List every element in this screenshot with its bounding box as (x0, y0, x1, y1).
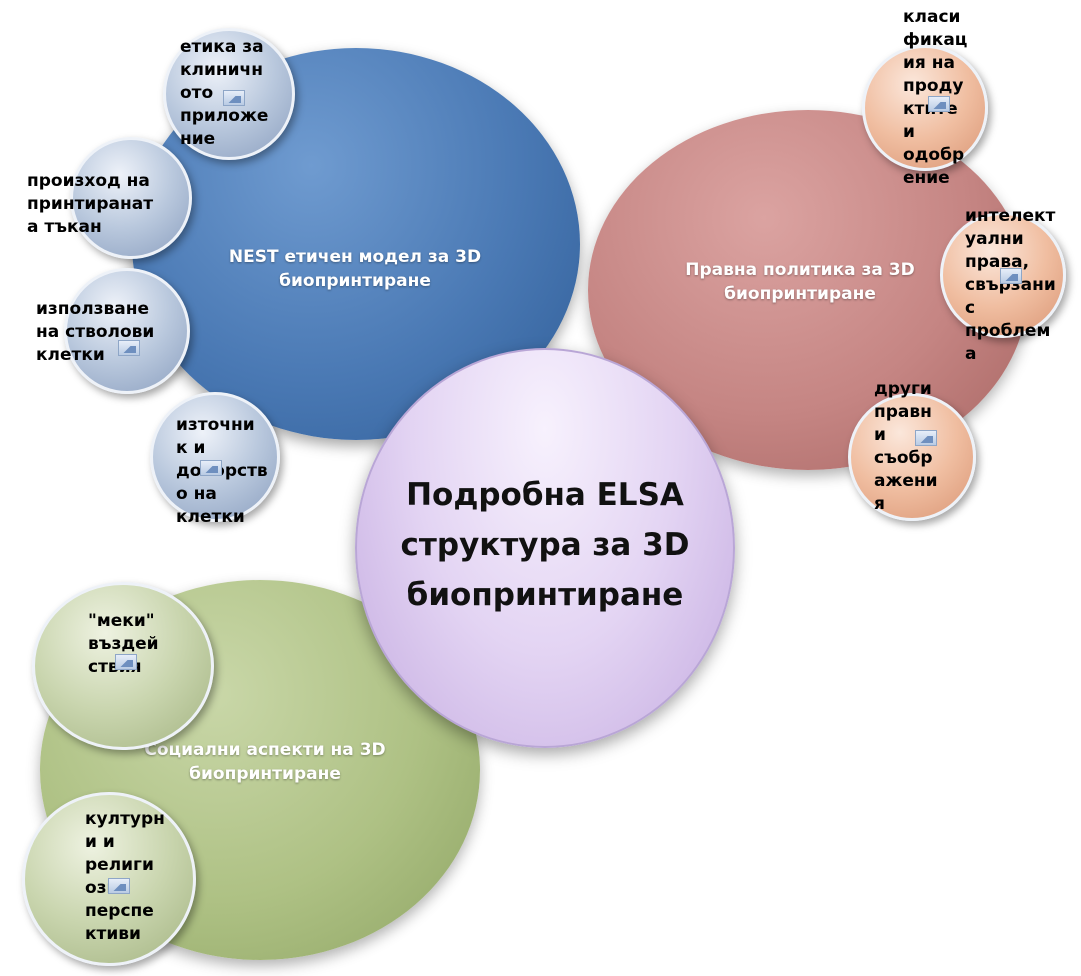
legal-item-circle (862, 45, 988, 171)
placeholder-image-icon (118, 340, 140, 356)
legal-policy-label: Правна политика за 3D биопринтиране (685, 260, 915, 304)
nest-item-circle (64, 268, 190, 394)
placeholder-image-icon (223, 90, 245, 106)
center-circle (355, 348, 735, 748)
placeholder-image-icon (928, 96, 950, 112)
placeholder-image-icon (108, 878, 130, 894)
nest-item-clinical-ethics: етика за клиничн ото приложе ние (180, 37, 269, 149)
nest-ethics-label: NEST етичен модел за 3D биопринтиране (228, 247, 482, 291)
legal-item-circle (848, 393, 976, 521)
nest-item-stem-cells: използване на стволови клетки (36, 299, 155, 365)
legal-item-other: други правн и съобр ажени я (874, 379, 938, 514)
placeholder-image-icon (115, 654, 137, 670)
nest-item-cell-donation: източни к и донорств о на клетки (176, 415, 268, 527)
center-label: Подробна ELSA структура за 3D биопринтир… (400, 477, 690, 613)
nest-item-tissue-origin: произход на принтиранат а тъкан (27, 171, 154, 237)
social-aspects-label: Социални аспекти на 3D биопринтиране (144, 740, 386, 784)
nest-item-circle (150, 392, 280, 522)
nest-item-circle (70, 137, 192, 259)
placeholder-image-icon (915, 430, 937, 446)
social-item-cultural-religious: културн и и религи озни перспе ктиви (85, 809, 165, 944)
placeholder-image-icon (200, 460, 222, 476)
placeholder-image-icon (1000, 268, 1022, 284)
legal-item-ip-rights: интелект уални права, свързани с проблем… (965, 206, 1056, 364)
